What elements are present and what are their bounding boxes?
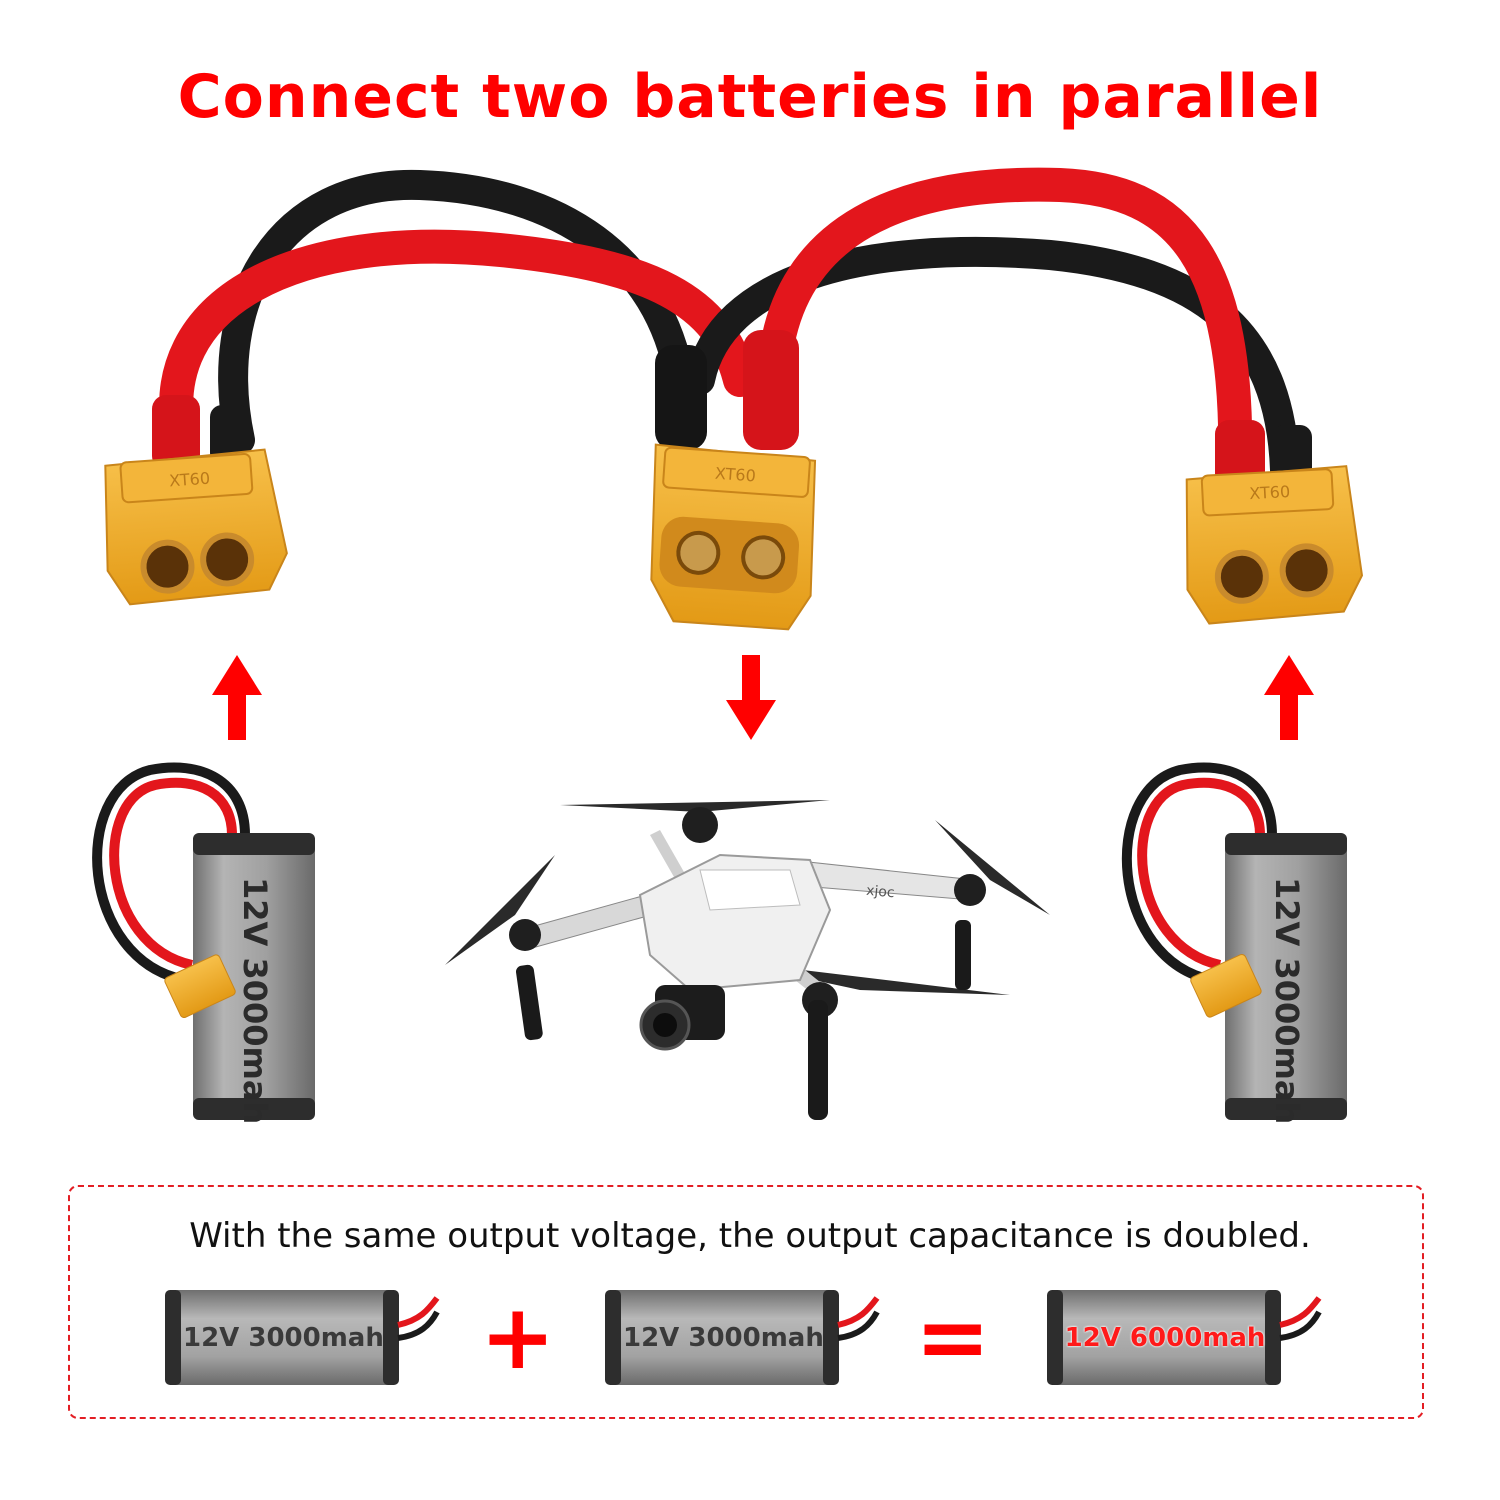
wire-red-left [159,229,757,457]
arrow-up-left-icon [212,655,262,740]
page-title: Connect two batteries in parallel [177,62,1323,132]
cell-result-label: 12V 6000mah [1064,1323,1266,1353]
battery-left [92,762,315,1120]
wire-red-right [758,167,1253,487]
connector-left-label: XT60 [169,469,211,491]
info-text: With the same output voltage, the output… [189,1216,1311,1256]
propeller [445,855,555,965]
drone-label: xjoc [865,883,895,901]
cell-result [1047,1290,1322,1385]
wire-black-right [685,236,1300,485]
battery-right-label: 12V 3000mah [1268,877,1306,1125]
sleeve-mid-black [655,345,707,450]
connector-right-label: XT60 [1249,482,1291,503]
xt60-male-middle [650,443,817,631]
battery-left-label: 12V 3000mah [236,877,274,1125]
socket-hole [200,532,255,587]
y-cable [152,167,1312,490]
equals-sign: = [915,1285,991,1390]
propeller [560,800,830,812]
arrow-up-right-icon [1264,655,1314,740]
plus-sign: + [480,1285,556,1390]
xt60-female-right [1185,465,1364,625]
arrow-down-middle-icon [726,655,776,740]
pin [741,535,786,580]
sleeve-left-black [210,405,250,465]
socket-hole [140,539,195,594]
sleeve-left-red [152,395,200,470]
drone-image [445,800,1050,1120]
socket-hole [1214,549,1269,604]
info-box [68,1185,1424,1419]
propeller [935,820,1050,915]
connector-middle-label: XT60 [714,464,756,486]
pin [676,530,721,575]
cell-a-label: 12V 3000mah [183,1323,384,1353]
socket-hole [1279,543,1334,598]
cell-a [165,1290,440,1385]
cell-b [605,1290,880,1385]
xt60-female-left [104,448,288,606]
sleeve-mid-red [743,330,799,450]
wire-black-left [218,169,695,455]
cell-b-label: 12V 3000mah [623,1323,824,1353]
battery-right [1121,762,1347,1120]
